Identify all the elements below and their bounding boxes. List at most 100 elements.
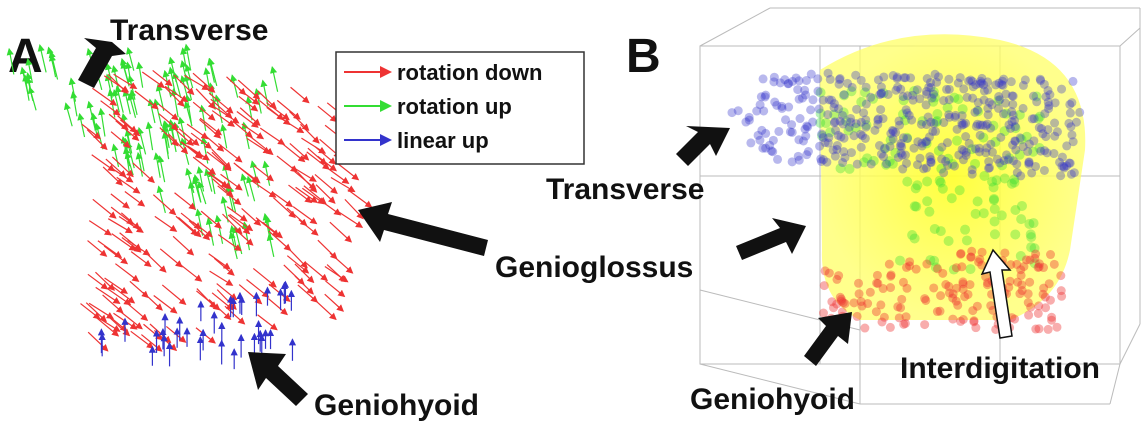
voxel: [902, 91, 912, 101]
voxel: [1036, 146, 1046, 156]
voxel: [1018, 80, 1028, 90]
voxel: [839, 133, 849, 143]
voxel: [1056, 171, 1066, 181]
vector-arrow: [198, 119, 222, 139]
voxel: [888, 126, 898, 136]
voxel: [892, 72, 902, 82]
voxel: [964, 76, 974, 86]
vector-arrow: [110, 131, 131, 149]
vector-arrow: [241, 123, 265, 140]
vector-arrow: [153, 152, 161, 178]
muscle-volume: [727, 34, 1086, 334]
voxel: [1031, 91, 1042, 102]
voxel: [927, 93, 937, 103]
voxel: [1034, 111, 1045, 122]
voxel: [900, 115, 911, 126]
voxel: [994, 92, 1004, 102]
vector-arrow: [158, 113, 179, 131]
voxel: [974, 147, 984, 157]
voxel: [741, 117, 751, 127]
voxel: [1065, 108, 1075, 118]
voxel: [1057, 291, 1067, 301]
vector-arrow: [230, 74, 239, 98]
voxel: [1052, 127, 1062, 137]
voxel: [958, 155, 968, 165]
vector-arrow: [105, 158, 127, 178]
voxel: [911, 201, 922, 212]
voxel: [800, 85, 810, 95]
voxel: [955, 73, 965, 83]
voxel: [986, 123, 996, 133]
vector-arrow: [136, 61, 144, 88]
voxel: [1009, 174, 1020, 185]
vector-arrow: [257, 314, 278, 331]
voxel: [882, 159, 892, 169]
pointer-arrow-geniohyoid-a: [248, 352, 308, 406]
voxel: [998, 76, 1008, 86]
voxel: [772, 100, 782, 110]
voxel: [897, 142, 907, 152]
voxel: [978, 132, 989, 143]
vector-arrow: [315, 184, 336, 204]
legend-entry-rotation-down: rotation down: [344, 60, 542, 85]
voxel: [966, 144, 977, 155]
voxel: [857, 301, 867, 311]
voxel: [902, 176, 913, 187]
voxel: [921, 120, 931, 130]
voxel: [1034, 262, 1044, 272]
voxel: [1008, 110, 1018, 120]
vector-arrow: [325, 280, 346, 298]
voxel: [915, 94, 925, 104]
voxel: [962, 92, 972, 102]
voxel: [1000, 98, 1010, 108]
voxel: [971, 80, 981, 90]
label-interdigitation: Interdigitation: [900, 352, 1100, 385]
vector-arrow: [238, 95, 259, 112]
voxel: [780, 75, 790, 85]
vector-arrow: [111, 143, 120, 168]
vector-arrow: [161, 131, 170, 160]
voxel: [1010, 136, 1020, 146]
voxel: [755, 135, 765, 145]
vector-arrow: [257, 90, 277, 110]
voxel: [1068, 137, 1078, 147]
voxel: [938, 268, 948, 278]
voxel: [827, 297, 837, 307]
vector-arrow: [338, 211, 364, 228]
voxel: [802, 75, 812, 85]
voxel: [1047, 312, 1057, 322]
vector-arrow: [233, 121, 253, 138]
voxel: [929, 92, 940, 103]
voxel: [806, 69, 816, 79]
vector-arrow: [303, 185, 327, 205]
vector-arrow: [344, 198, 364, 220]
vector-arrow: [95, 286, 121, 304]
voxel: [1057, 161, 1067, 171]
voxel: [993, 95, 1004, 106]
vector-arrow: [27, 86, 37, 111]
voxel: [808, 117, 818, 127]
voxel: [989, 193, 1000, 204]
vector-arrow: [324, 265, 349, 283]
voxel: [836, 294, 846, 304]
voxel: [896, 138, 906, 148]
voxel: [1015, 251, 1026, 262]
voxel: [1025, 277, 1035, 287]
voxel: [875, 90, 885, 100]
vector-arrow: [314, 146, 337, 165]
vector-arrow: [92, 198, 117, 219]
voxel: [1052, 322, 1062, 332]
voxel: [862, 153, 873, 164]
voxel: [1018, 142, 1028, 152]
vector-arrow: [153, 295, 178, 314]
voxel: [885, 141, 895, 151]
voxel: [929, 255, 940, 266]
vector-arrow: [211, 151, 232, 172]
vector-arrow: [86, 100, 96, 130]
voxel: [835, 163, 846, 174]
voxel: [813, 74, 823, 84]
vector-arrow: [115, 263, 140, 282]
voxel: [852, 104, 862, 114]
vector-arrow: [107, 218, 133, 234]
voxel: [937, 154, 947, 164]
